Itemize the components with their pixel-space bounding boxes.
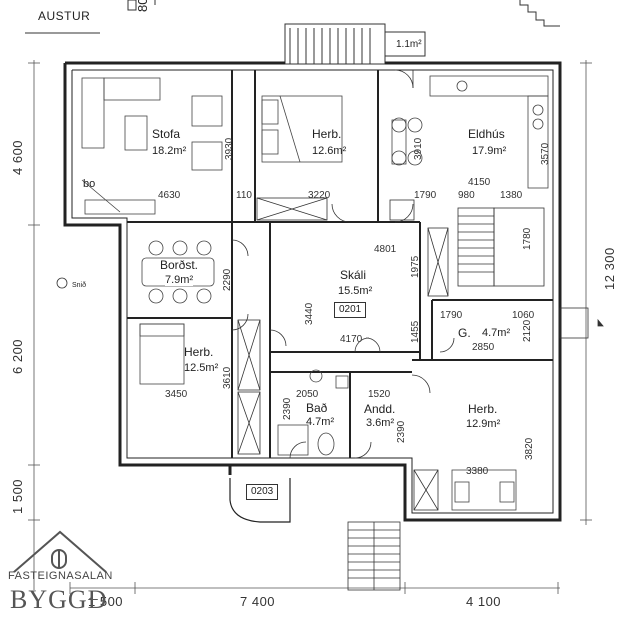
room-eldhus-name: Eldhús [468, 127, 505, 141]
dim-1975: 1975 [410, 255, 421, 278]
room-herb1-name: Herb. [312, 127, 342, 141]
house-logo-icon [13, 530, 107, 573]
kitchen-furniture [391, 75, 549, 189]
room-code-entry: 0203 [246, 484, 279, 500]
outer-dim-left-mid: 6 200 [10, 338, 25, 374]
doors [231, 69, 455, 459]
exterior-walls-inner [71, 69, 554, 514]
room-andd-area: 3.6m² [366, 417, 395, 429]
dim-110: 110 [236, 190, 252, 201]
outer-dim-bot-right: 4 100 [466, 594, 502, 609]
room-gangur-name: G. [458, 326, 471, 340]
room-code-skali: 0201 [334, 302, 367, 318]
balcony-area: 1.1m² [396, 39, 422, 50]
top-right-stair-fragment [519, 0, 560, 27]
dim-2850: 2850 [472, 342, 495, 353]
dim-2390a: 2390 [282, 397, 293, 420]
bedroom-3-furniture [451, 469, 517, 511]
bedroom-2-furniture [139, 323, 185, 385]
living-room-furniture [81, 77, 223, 215]
outer-dim-bot-mid: 7 400 [240, 594, 276, 609]
outer-dim-left-top: 4 600 [10, 139, 25, 175]
room-herb2-name: Herb. [184, 345, 214, 359]
top-cut-number: 80 [135, 0, 150, 12]
outer-dimension-lines [28, 60, 592, 594]
orientation-label: AUSTUR [38, 9, 91, 23]
section-marker-top [127, 0, 156, 11]
room-andd-name: Andd. [364, 402, 396, 416]
dim-4630: 4630 [158, 190, 181, 201]
interior-walls [127, 70, 553, 458]
dim-3440: 3440 [304, 302, 315, 325]
dim-4170: 4170 [340, 334, 363, 345]
dim-2290: 2290 [222, 268, 233, 291]
right-steps [559, 307, 604, 339]
bedroom-1-furniture [261, 95, 343, 163]
dim-1455: 1455 [410, 320, 421, 343]
room-herb3-area: 12.9m² [466, 418, 501, 430]
agency-logo: FASTEIGNASALAN BYGGÐ [8, 530, 138, 620]
dim-1520: 1520 [368, 389, 391, 400]
logo-line1: FASTEIGNASALAN [8, 570, 113, 582]
room-herb2-area: 12.5m² [184, 362, 219, 374]
room-gangur-area: 4.7m² [482, 327, 511, 339]
room-bad-area: 4.7m² [306, 416, 335, 428]
outer-dim-left-bot: 1 500 [10, 478, 25, 514]
closets [237, 197, 449, 511]
dim-1060: 1060 [512, 310, 535, 321]
logo-line2: BYGGÐ [10, 585, 108, 614]
outer-dim-bot-left: 1 500 [88, 594, 124, 609]
room-bordst-area: 7.9m² [165, 274, 194, 286]
top-stairs [284, 23, 426, 65]
dim-3820: 3820 [524, 437, 535, 460]
dim-3570: 3570 [540, 142, 551, 165]
room-stofa-name: Stofa [152, 127, 181, 141]
snid-label: Snið [72, 282, 87, 289]
room-stofa-area: 18.2m² [152, 145, 187, 157]
dim-3930: 3930 [224, 137, 235, 160]
internal-stair [457, 207, 545, 287]
bath-fixtures [277, 369, 349, 456]
dim-3910: 3910 [413, 137, 424, 160]
dim-1790a: 1790 [414, 190, 437, 201]
bottom-stairs [347, 521, 401, 591]
dim-3450: 3450 [165, 389, 188, 400]
dim-1380: 1380 [500, 190, 523, 201]
dim-2120: 2120 [522, 319, 533, 342]
dim-1780: 1780 [522, 227, 533, 250]
dim-2390b: 2390 [396, 420, 407, 443]
dim-4150: 4150 [468, 177, 491, 188]
entry-bay [229, 478, 291, 523]
exterior-walls [63, 61, 562, 522]
dim-3380: 3380 [466, 466, 489, 477]
dim-980: 980 [458, 190, 475, 201]
dim-4801: 4801 [374, 244, 397, 255]
dim-1790b: 1790 [440, 310, 463, 321]
room-herb1-area: 12.6m² [312, 145, 347, 157]
room-herb3-name: Herb. [468, 402, 498, 416]
bo-label: bo [83, 178, 96, 190]
dim-3610: 3610 [222, 366, 233, 389]
room-skali-area: 15.5m² [338, 285, 373, 297]
room-eldhus-area: 17.9m² [472, 145, 507, 157]
dim-3220: 3220 [308, 190, 331, 201]
room-skali-name: Skáli [340, 268, 367, 282]
room-bordst-name: Borðst. [160, 258, 199, 272]
outer-dim-right: 12 300 [602, 247, 617, 290]
dim-2050: 2050 [296, 389, 319, 400]
section-marker-left [56, 277, 68, 289]
room-bad-name: Bað [306, 401, 328, 415]
dining-furniture [141, 240, 215, 304]
